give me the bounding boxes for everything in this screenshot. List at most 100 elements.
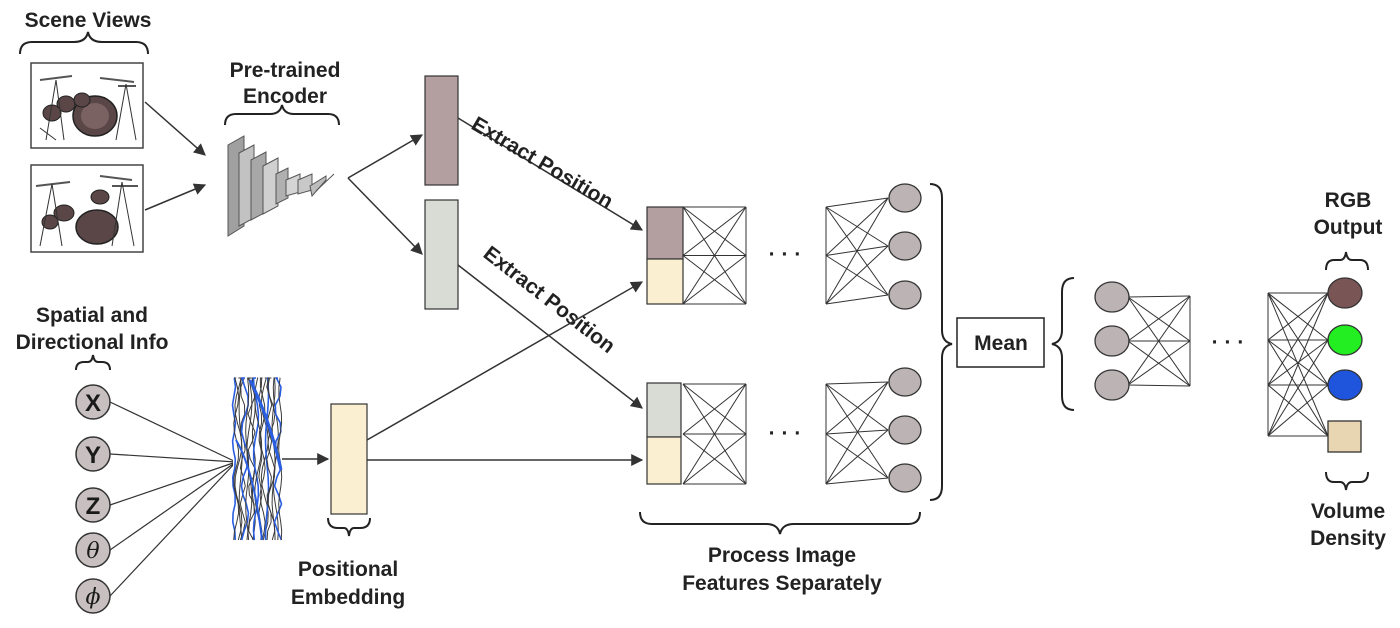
pe-stripe <box>264 377 270 540</box>
pe-stripe <box>248 379 283 471</box>
volume-label-line1: Volume <box>1311 500 1385 523</box>
branch-connection <box>682 383 747 485</box>
arrow-extract-bottom <box>457 264 643 409</box>
rgb-label-line2: Output <box>1314 216 1383 239</box>
neuron <box>1094 369 1130 401</box>
final-connection <box>1127 340 1191 386</box>
neuron <box>1094 281 1130 313</box>
branch-connection <box>825 383 889 431</box>
branch-connection <box>682 255 747 305</box>
final-connection <box>1127 295 1191 386</box>
input-node-y <box>75 436 111 472</box>
final-connection <box>1127 295 1191 342</box>
branch-connection <box>682 206 747 256</box>
branch-top-positional-feature <box>646 258 684 305</box>
arrow-encoder-to-feature-top <box>347 134 424 179</box>
pe-stripe <box>267 377 276 541</box>
volume-label-line2: Density <box>1310 527 1386 550</box>
final-connection <box>1267 339 1329 437</box>
rgb-label-line1: RGB <box>1325 189 1372 212</box>
neuron <box>888 463 922 493</box>
process-label-line2: Features Separately <box>682 572 882 595</box>
ellipsis-top: · · · <box>769 243 802 266</box>
branch-connection <box>825 197 889 256</box>
scene-views-label: Scene Views <box>25 9 152 32</box>
branch-connection <box>825 197 889 305</box>
positional-embedding-box <box>330 403 368 515</box>
final-network <box>1094 277 1363 453</box>
output-density <box>1327 420 1362 453</box>
scene-view-image-1 <box>30 62 144 149</box>
input-nodes: X Y Z θ ϕ <box>75 384 237 614</box>
ellipsis-final: · · · <box>1212 331 1245 354</box>
final-connection <box>1267 384 1329 437</box>
pe-stripe <box>233 377 240 541</box>
extract-position-label-bottom: Extract Position <box>479 242 619 358</box>
neuron <box>888 280 922 310</box>
input-node-phi <box>75 578 111 614</box>
mean-label: Mean <box>974 332 1028 355</box>
branch-connection <box>825 477 889 485</box>
final-connection <box>1127 384 1191 387</box>
final-connection <box>1267 292 1329 386</box>
branch-bottom-positional-feature <box>646 436 682 485</box>
pe-stripe <box>246 377 253 541</box>
final-connection <box>1267 292 1329 341</box>
arrow-view2-to-encoder <box>144 183 207 211</box>
neuron <box>888 231 922 261</box>
input-label-y: Y <box>85 442 101 469</box>
pe-stripe <box>235 439 263 541</box>
final-network-brace <box>1051 277 1075 411</box>
mean-box <box>956 317 1045 368</box>
arrow-extract-top <box>457 117 644 231</box>
input-label-phi: ϕ <box>86 585 101 610</box>
output-red <box>1327 277 1363 309</box>
branch-connection <box>825 381 889 435</box>
pe-stripe <box>252 377 260 541</box>
branch-connection <box>825 433 889 479</box>
spatial-label-line2: Directional Info <box>16 331 169 354</box>
final-connection <box>1267 292 1329 437</box>
branch-connection <box>825 381 889 385</box>
branch-connection <box>825 429 889 435</box>
branch-connection <box>682 206 747 305</box>
neuron <box>888 183 922 213</box>
branch-top-image-feature <box>646 206 684 260</box>
branch-connection <box>825 197 889 208</box>
final-connection <box>1127 295 1191 298</box>
input-label-x: X <box>85 390 101 417</box>
final-connection <box>1267 339 1329 386</box>
branch-connection <box>825 429 889 485</box>
encoder-brace <box>224 104 340 126</box>
positional-label-line1: Positional <box>298 558 398 581</box>
input-node-theta <box>75 532 111 568</box>
encoder-label-line2: Encoder <box>243 85 327 108</box>
neuron <box>1094 325 1130 357</box>
input-node-z <box>75 487 111 523</box>
neuron <box>888 367 922 397</box>
branch-network-bottom <box>646 367 922 493</box>
branch-connection <box>825 383 889 479</box>
positional-encoding-texture <box>231 377 283 541</box>
branch-connection <box>682 383 747 435</box>
arrow-encoder-to-feature-bottom <box>347 177 423 255</box>
pe-stripe <box>238 377 243 541</box>
encoder-label-line1: Pre-trained <box>230 59 341 82</box>
process-brace <box>639 511 921 535</box>
encoder-network-icon <box>227 135 335 237</box>
spatial-brace <box>75 354 111 371</box>
output-green <box>1327 324 1363 356</box>
ellipsis-bottom: · · · <box>769 422 802 445</box>
branch-connection <box>682 433 747 485</box>
input-label-z: Z <box>86 493 101 520</box>
input-node-x <box>75 384 111 420</box>
arrow-embedding-to-top-branch <box>366 281 644 441</box>
branch-connection <box>825 294 889 305</box>
process-label-line1: Process Image <box>708 544 856 567</box>
spatial-label-line1: Spatial and <box>36 304 148 327</box>
pe-stripe <box>278 377 283 541</box>
positional-embedding-brace <box>327 517 371 537</box>
image-feature-top <box>424 75 459 186</box>
branch-network-top <box>646 183 922 310</box>
